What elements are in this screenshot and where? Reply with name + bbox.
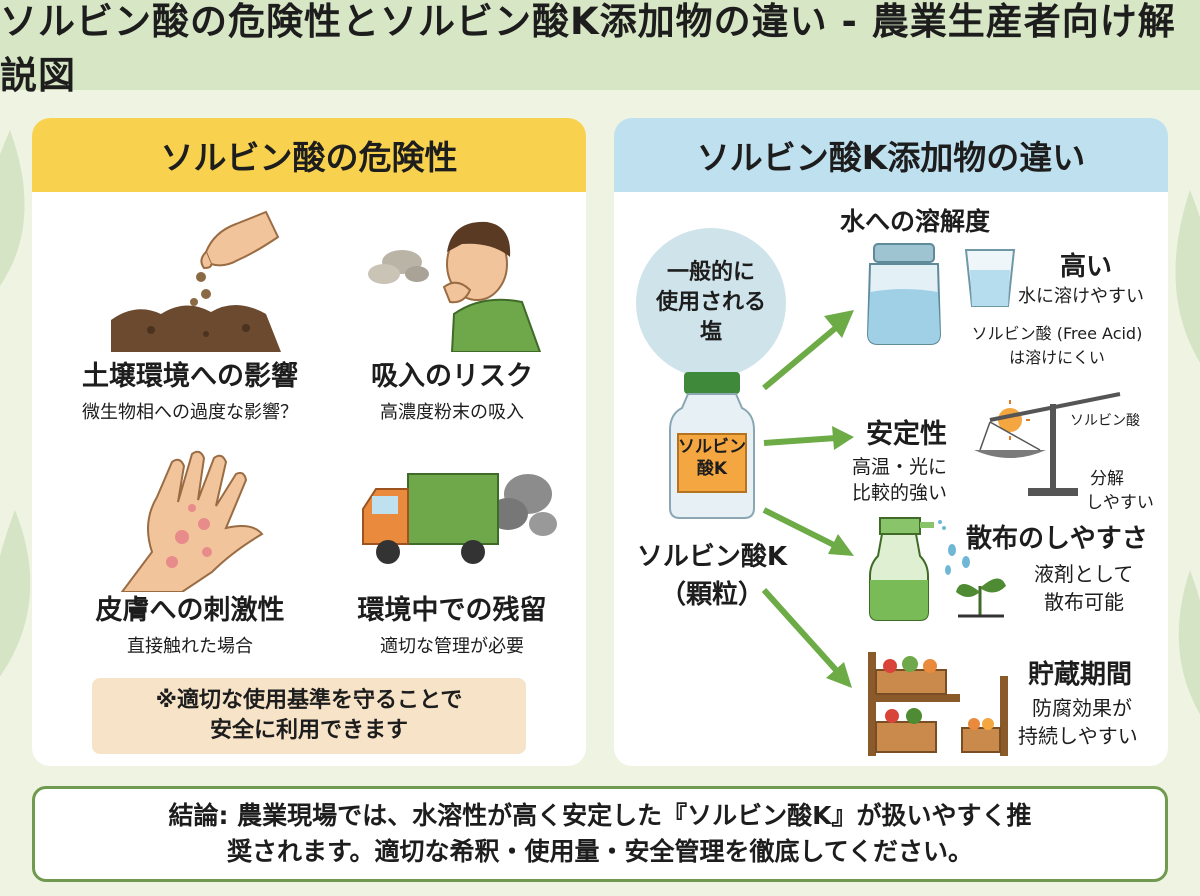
balance-scale-icon: [974, 392, 1121, 496]
bottle-icon: [669, 372, 755, 519]
bottle-label-line1: ソルビン: [678, 437, 746, 457]
spray-desc-line1: 液剤として: [1034, 562, 1134, 586]
water-jar-icon: [866, 243, 942, 345]
page-title: ソルビン酸の危険性とソルビン酸K添加物の違い - 農業生産者向け解説図: [0, 0, 1176, 97]
skin-irritation-icon: [120, 450, 264, 592]
solubility-desc: 水に溶けやすい: [1018, 286, 1144, 307]
environment-residue-title: 環境中での残留: [357, 595, 547, 626]
arrow-to-stability-icon: [763, 426, 854, 450]
inhalation-risk-title: 吸入のリスク: [371, 361, 533, 392]
circle-line2: 使用される: [655, 290, 766, 316]
background-leaf-icon: [1178, 570, 1200, 715]
stability-desc-line1: 高温・光に: [852, 456, 948, 478]
solubility-compare-line1: ソルビン酸 (Free Acid): [971, 324, 1143, 343]
background-leaf-icon: [1175, 190, 1200, 363]
truck-residue-icon: [362, 473, 557, 564]
spray-bottle-icon: [869, 517, 946, 621]
storage-shelf-icon: [868, 652, 1008, 756]
storage-heading: 貯蔵期間: [1028, 660, 1133, 690]
inhalation-risk-subtitle: 高濃度粉末の吸入: [380, 402, 524, 423]
product-name: ソルビン酸K: [636, 542, 788, 572]
arrow-to-solubility-icon: [762, 310, 854, 391]
conclusion-box: 結論: 農業現場では、水溶性が高く安定した『ソルビン酸K』が扱いやすく推 奨され…: [32, 786, 1168, 882]
conclusion-line2: 奨されます。適切な希釈・使用量・安全管理を徹底してください。: [226, 837, 973, 866]
soil-impact-title: 土壌環境への影響: [82, 361, 298, 392]
environment-residue-subtitle: 適切な管理が必要: [380, 636, 524, 657]
skin-irritation-subtitle: 直接触れた場合: [127, 636, 253, 657]
title-bar: ソルビン酸の危険性とソルビン酸K添加物の違い - 農業生産者向け解説図: [0, 0, 1200, 97]
potassium-sorbate-heading: ソルビン酸K添加物の違い: [614, 118, 1168, 192]
background-leaf-icon: [0, 510, 31, 677]
skin-irritation-title: 皮膚への刺激性: [95, 595, 285, 626]
bottle-label-line2: 酸K: [696, 459, 728, 480]
circle-line1: 一般的に: [666, 260, 755, 286]
arrow-to-spray-icon: [762, 507, 854, 556]
stability-compare-line2: しやすい: [1086, 493, 1154, 513]
bottle-label-text: ソルビン 酸K: [678, 436, 746, 480]
potassium-sorbate-panel: ソルビン酸K添加物の違い 一般的に 使用される 塩 ソルビン 酸K ソルビン酸K…: [614, 118, 1168, 766]
common-salt-circle: 一般的に 使用される 塩: [636, 228, 786, 378]
scale-label: ソルビン酸: [1070, 413, 1140, 429]
solubility-heading: 水への溶解度: [840, 207, 991, 236]
hazards-heading: ソルビン酸の危険性: [32, 118, 586, 192]
arrows-group: [761, 310, 854, 688]
coughing-person-icon: [368, 221, 542, 352]
sprout-icon: [945, 544, 1006, 618]
circle-line3: 塩: [699, 319, 722, 345]
spray-heading: 散布のしやすさ: [966, 524, 1148, 554]
stability-compare-line1: 分解: [1090, 469, 1124, 489]
background-leaf-icon: [0, 130, 25, 286]
storage-desc-line2: 持続しやすい: [1018, 724, 1138, 748]
solubility-compare-line2: は溶けにくい: [1009, 348, 1105, 367]
soil-impact-subtitle: 微生物相への過度な影響？: [82, 402, 298, 423]
stability-heading: 安定性: [866, 419, 947, 450]
safety-note: ※適切な使用基準を守ることで 安全に利用できます: [92, 678, 526, 754]
safety-note-line1: ※適切な使用基準を守ることで: [155, 688, 463, 714]
product-form: （顆粒）: [659, 580, 764, 610]
spray-desc-line2: 散布可能: [1044, 590, 1124, 614]
solubility-level: 高い: [1060, 252, 1113, 282]
safety-note-line2: 安全に利用できます: [209, 718, 408, 743]
stability-desc-line2: 比較的強い: [852, 482, 948, 504]
conclusion-line1: 結論: 農業現場では、水溶性が高く安定した『ソルビン酸K』が扱いやすく推: [168, 800, 1032, 830]
water-glass-icon: [964, 249, 1016, 307]
storage-desc-line1: 防腐効果が: [1032, 696, 1132, 720]
hazards-panel: ソルビン酸の危険性 土壌環境への影響 微生物相への過度な影響？ 吸入のリスク 高…: [32, 118, 586, 766]
soil-hand-icon: [111, 210, 281, 352]
arrow-to-storage-icon: [761, 587, 852, 688]
